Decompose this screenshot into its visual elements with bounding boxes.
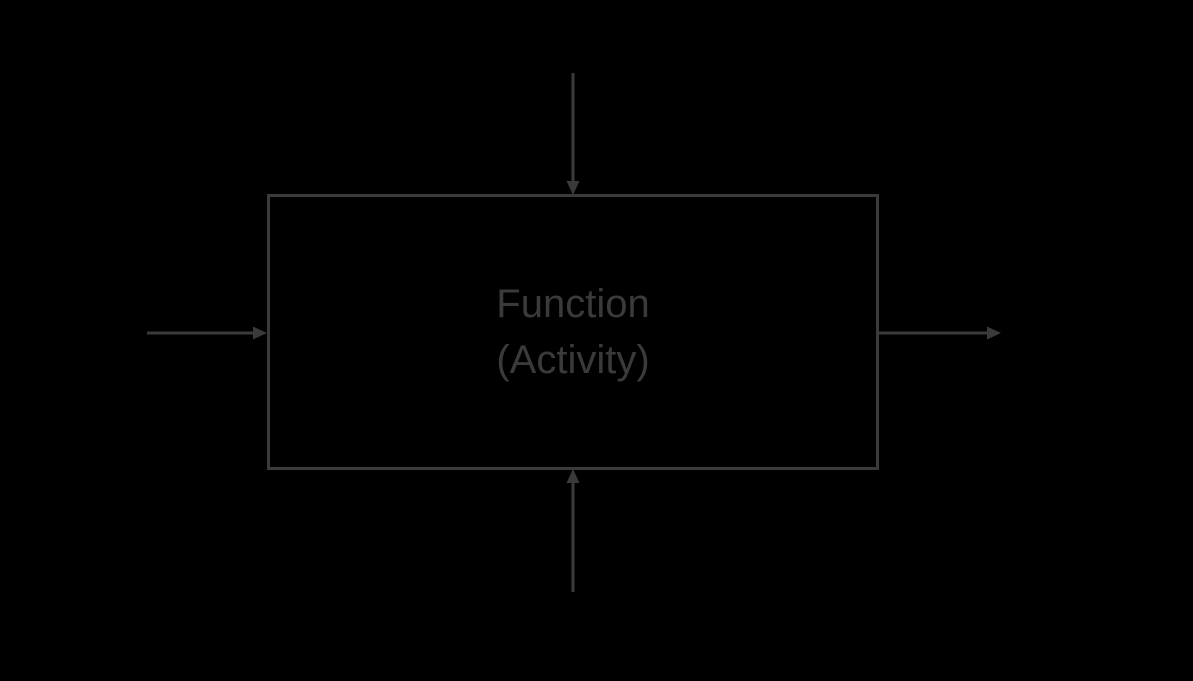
left-arrow-right-icon [147,326,267,340]
bottom-arrow-up-icon [566,469,580,592]
right-arrow-right-icon [879,326,1001,340]
top-arrow-down-icon [566,73,580,195]
function-box: Function (Activity) [267,194,879,470]
function-box-label-line2: (Activity) [496,338,650,382]
function-box-label-line1: Function [496,282,650,326]
